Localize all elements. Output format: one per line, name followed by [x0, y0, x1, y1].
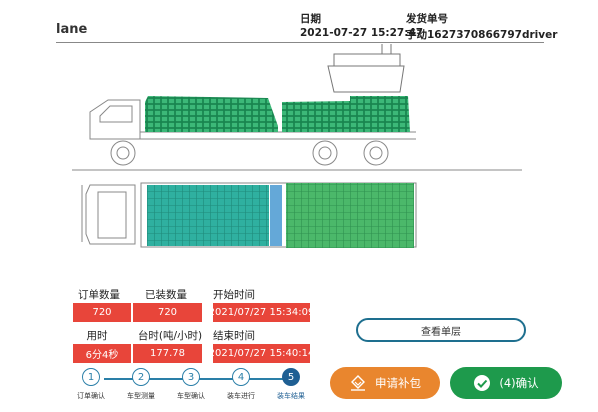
step-vehicle-measure[interactable]: 2 车型测量	[116, 368, 166, 401]
cargo-top-view	[147, 183, 414, 248]
order-number-value: 手动1627370866797driver	[406, 29, 558, 41]
start-time-label: 开始时间	[213, 289, 255, 301]
lane-label: lane	[56, 22, 88, 37]
truck-top-view	[81, 182, 417, 248]
order-number-label: 发货单号	[406, 13, 448, 25]
order-quantity-label: 订单数量	[78, 289, 120, 301]
check-circle-icon	[473, 374, 491, 392]
step-label: 车型测量	[127, 392, 155, 400]
start-time-value: 2021/07/27 15:34:09	[209, 303, 314, 322]
confirm-button[interactable]: (4)确认	[450, 367, 562, 399]
apply-supplement-label: 申请补包	[375, 376, 421, 390]
view-single-layer-button[interactable]: 查看单层	[356, 318, 526, 342]
loading-rate-label: 台时(吨/小时)	[137, 330, 203, 342]
step-number: 1	[82, 368, 100, 386]
step-label: 订单确认	[77, 392, 105, 400]
confirm-label: (4)确认	[499, 376, 539, 390]
loaded-quantity-label: 已装数量	[145, 289, 187, 301]
step-loading-result[interactable]: 5 装车结果	[266, 368, 316, 401]
progress-stepper: 1 订单确认 2 车型测量 3 车型确认 4 装车进行 5 装车结果	[70, 368, 320, 408]
step-order-confirm[interactable]: 1 订单确认	[66, 368, 116, 401]
date-value: 2021-07-27 15:27:47	[300, 27, 424, 39]
step-label: 车型确认	[177, 392, 205, 400]
truck-loading-diagram	[72, 44, 522, 248]
step-loading-in-progress[interactable]: 4 装车进行	[216, 368, 266, 401]
cargo-side-view	[145, 96, 410, 132]
step-label: 装车结果	[277, 392, 305, 400]
step-number: 4	[232, 368, 250, 386]
elapsed-time-value: 6分4秒	[73, 344, 131, 363]
step-number: 5	[282, 368, 300, 386]
step-vehicle-confirm[interactable]: 3 车型确认	[166, 368, 216, 401]
header-divider	[56, 42, 544, 43]
step-number: 2	[132, 368, 150, 386]
step-label: 装车进行	[227, 392, 255, 400]
order-quantity-value: 720	[73, 303, 131, 322]
apply-supplement-button[interactable]: 申请补包	[330, 367, 440, 399]
bag-drop-icon	[349, 375, 367, 391]
loaded-quantity-value: 720	[133, 303, 202, 322]
end-time-label: 结束时间	[213, 330, 255, 342]
step-number: 3	[182, 368, 200, 386]
loading-rate-value: 177.78	[133, 344, 202, 363]
end-time-value: 2021/07/27 15:40:14	[209, 344, 314, 363]
elapsed-time-label: 用时	[86, 330, 108, 342]
date-label: 日期	[300, 13, 321, 25]
loader-chute	[327, 44, 405, 93]
